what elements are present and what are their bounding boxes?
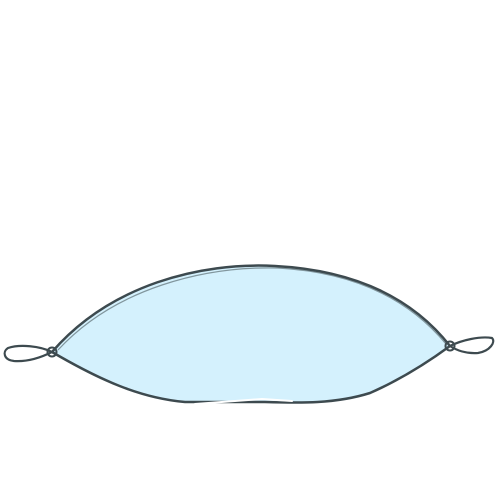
right-tassel — [444, 336, 495, 355]
bottom-highlight — [194, 397, 293, 405]
pillow-body — [50, 264, 452, 404]
pillow-top-sketch-line — [57, 267, 447, 351]
left-tassel — [3, 344, 58, 363]
